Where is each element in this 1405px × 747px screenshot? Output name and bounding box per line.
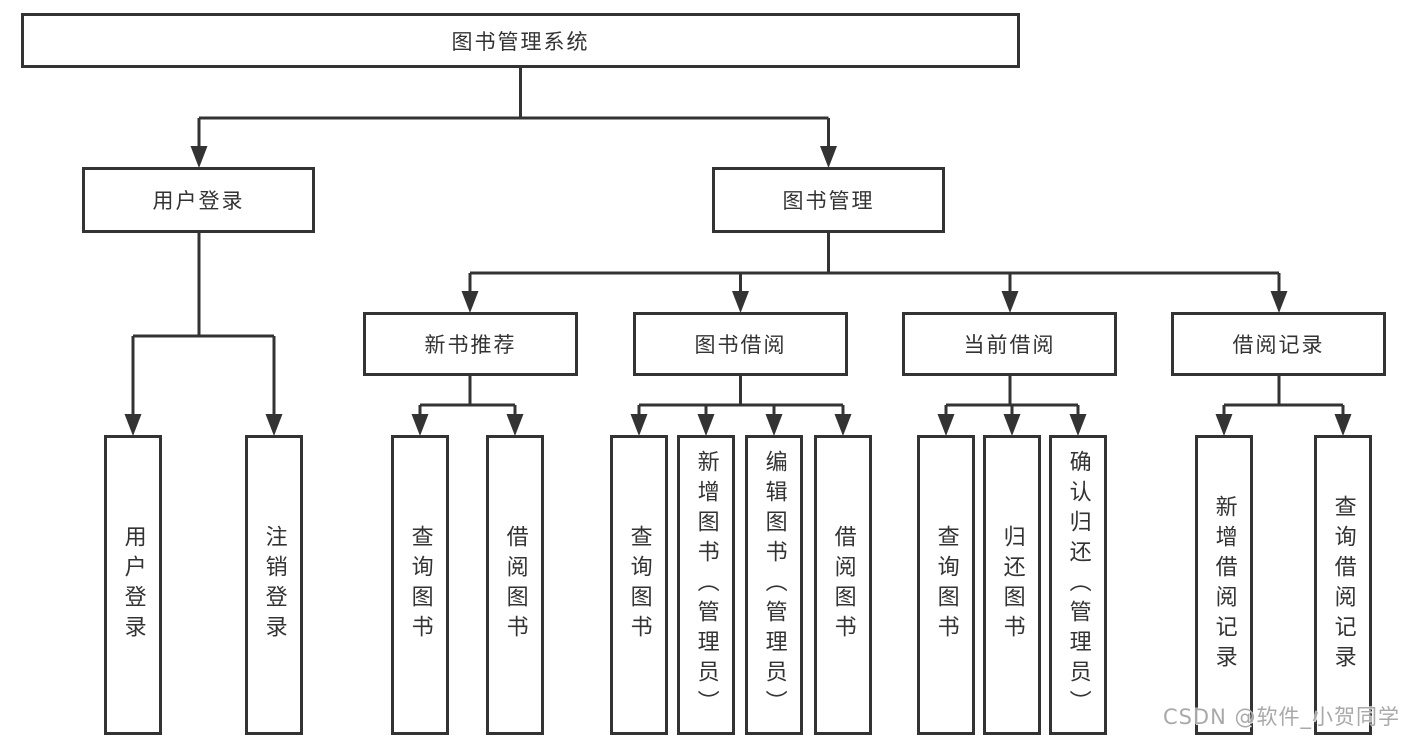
node-library-system-label: 图书管理系统 bbox=[451, 29, 590, 54]
leaf-add-books-admin-label: 新增图书（管理员） bbox=[693, 450, 719, 720]
node-user-login-group-label: 用户登录 bbox=[152, 189, 245, 213]
node-book-management: 图书管理 bbox=[712, 167, 945, 233]
leaf-user-login-label: 用户登录 bbox=[120, 525, 146, 645]
node-borrow-records-label: 借阅记录 bbox=[1232, 333, 1325, 357]
leaf-return-books-label: 归还图书 bbox=[999, 525, 1025, 645]
leaf-logout-login-label: 注销登录 bbox=[261, 525, 287, 645]
leaf-borrow-books-borrowing-label: 借阅图书 bbox=[830, 525, 856, 645]
leaf-query-books-newrec: 查询图书 bbox=[391, 435, 449, 735]
node-current-borrowing-label: 当前借阅 bbox=[963, 333, 1056, 357]
node-book-borrowing: 图书借阅 bbox=[633, 312, 848, 376]
leaf-add-books-admin: 新增图书（管理员） bbox=[677, 435, 735, 735]
node-book-borrowing-label: 图书借阅 bbox=[694, 333, 787, 357]
leaf-query-books-borrowing-label: 查询图书 bbox=[626, 525, 652, 645]
leaf-logout-login: 注销登录 bbox=[245, 435, 303, 735]
leaf-query-books-borrowing: 查询图书 bbox=[610, 435, 668, 735]
leaf-add-borrow-record-label: 新增借阅记录 bbox=[1211, 495, 1237, 675]
node-library-system: 图书管理系统 bbox=[21, 13, 1020, 68]
watermark: CSDN @软件_小贺同学 bbox=[1162, 705, 1400, 729]
leaf-edit-books-admin: 编辑图书（管理员） bbox=[745, 435, 803, 735]
leaf-user-login: 用户登录 bbox=[104, 435, 162, 735]
node-borrow-records: 借阅记录 bbox=[1171, 312, 1386, 376]
leaf-add-borrow-record: 新增借阅记录 bbox=[1195, 435, 1253, 735]
leaf-edit-books-admin-label: 编辑图书（管理员） bbox=[761, 450, 787, 720]
leaf-confirm-return-admin-label: 确认归还（管理员） bbox=[1065, 450, 1091, 720]
node-book-management-label: 图书管理 bbox=[782, 189, 875, 213]
node-new-book-recommend: 新书推荐 bbox=[363, 312, 578, 376]
leaf-borrow-books-borrowing: 借阅图书 bbox=[814, 435, 872, 735]
node-new-book-recommend-label: 新书推荐 bbox=[424, 333, 517, 357]
leaf-return-books: 归还图书 bbox=[983, 435, 1041, 735]
leaf-query-books-current-label: 查询图书 bbox=[933, 525, 959, 645]
leaf-query-books-current: 查询图书 bbox=[917, 435, 975, 735]
node-user-login-group: 用户登录 bbox=[82, 167, 315, 233]
leaf-borrow-books-newrec: 借阅图书 bbox=[486, 435, 544, 735]
node-current-borrowing: 当前借阅 bbox=[902, 312, 1117, 376]
leaf-query-books-newrec-label: 查询图书 bbox=[407, 525, 433, 645]
leaf-confirm-return-admin: 确认归还（管理员） bbox=[1049, 435, 1107, 735]
leaf-query-borrow-record-label: 查询借阅记录 bbox=[1330, 495, 1356, 675]
leaf-query-borrow-record: 查询借阅记录 bbox=[1314, 435, 1372, 735]
leaf-borrow-books-newrec-label: 借阅图书 bbox=[502, 525, 528, 645]
